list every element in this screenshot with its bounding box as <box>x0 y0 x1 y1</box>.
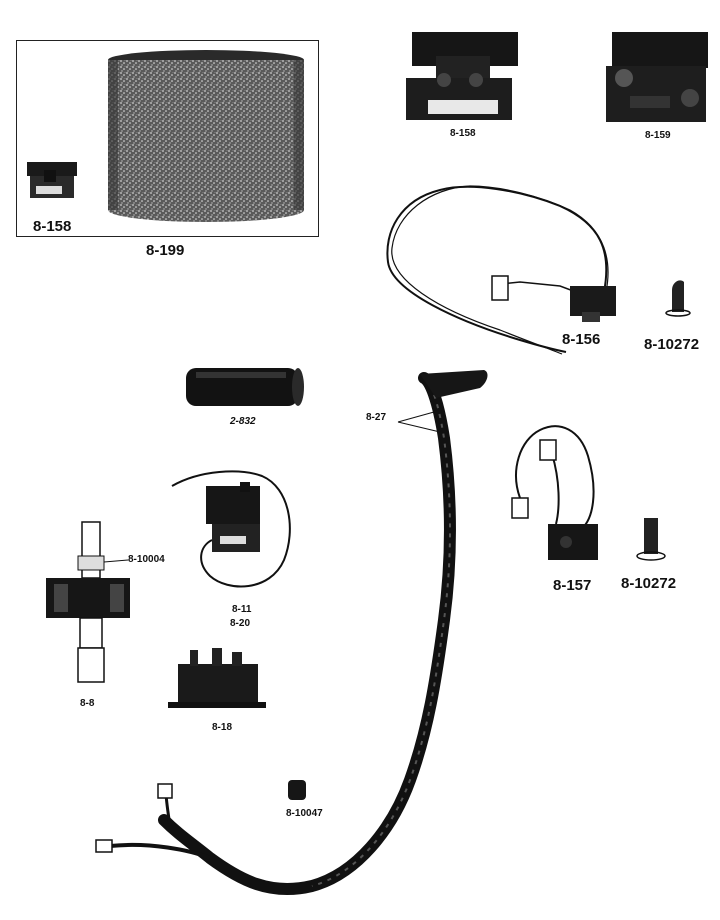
rotor-assembly <box>46 521 130 683</box>
capacitor-cylinder <box>186 368 304 406</box>
label-8-11: 8-11 <box>232 604 252 615</box>
label-8-27: 8-27 <box>366 412 387 423</box>
label-8-10047: 8-10047 <box>286 808 323 819</box>
switch-156-shaft <box>582 312 600 322</box>
label-8-158-inset: 8-158 <box>33 218 72 235</box>
filter-cylinder <box>108 50 304 222</box>
switch-159 <box>606 32 708 122</box>
label-8-18: 8-18 <box>212 722 233 733</box>
label-8-10272-bottom: 8-10272 <box>621 575 677 592</box>
switch-156 <box>386 185 609 355</box>
terminal-block <box>168 648 266 708</box>
label-8-8: 8-8 <box>80 698 95 709</box>
switch-158 <box>406 32 518 120</box>
power-cord <box>95 370 488 895</box>
grommet-bottom <box>636 518 666 561</box>
label-8-20: 8-20 <box>230 618 251 629</box>
inset-switch <box>27 162 77 198</box>
label-8-156: 8-156 <box>562 331 601 348</box>
label-2-832: 2-832 <box>230 416 256 427</box>
filter-inset-frame <box>16 40 319 237</box>
small-plug <box>288 780 306 800</box>
switch-156-connector <box>491 275 509 301</box>
label-8-10004: 8-10004 <box>128 554 165 565</box>
label-8-157: 8-157 <box>553 577 592 594</box>
label-8-158: 8-158 <box>450 128 476 139</box>
label-8-199: 8-199 <box>146 242 185 259</box>
switch-157 <box>511 425 598 560</box>
label-8-10272-top: 8-10272 <box>644 336 700 353</box>
grommet-top <box>665 280 691 317</box>
label-8-159: 8-159 <box>645 130 671 141</box>
switch-11-20 <box>171 470 291 588</box>
switch-156-body <box>570 286 616 316</box>
